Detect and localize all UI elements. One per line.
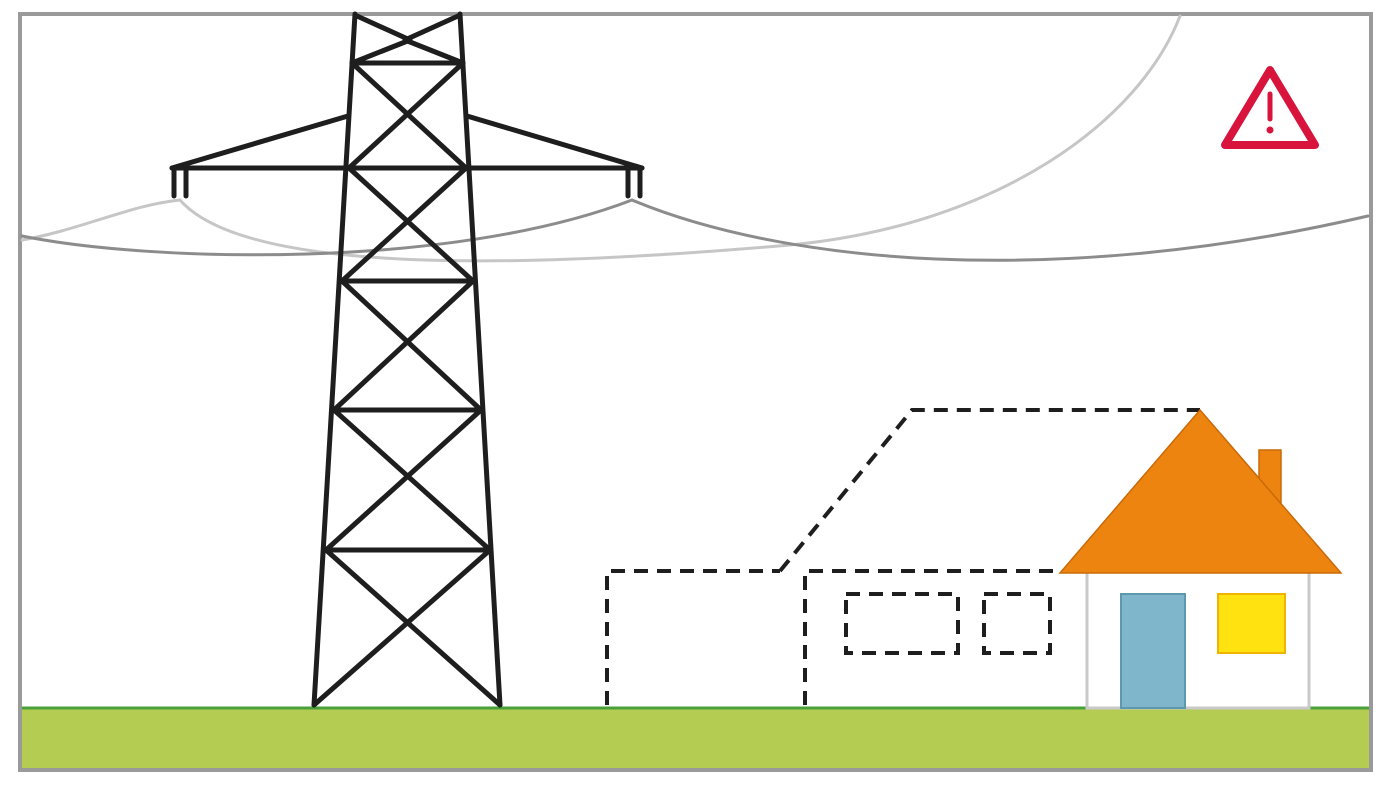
tower-cross	[331, 407, 493, 553]
tower-arm-strut-left	[169, 113, 351, 171]
extension-roofline	[778, 408, 1200, 573]
extension-wing	[803, 569, 1062, 705]
warning-exclamation-dot	[1266, 126, 1274, 134]
ground	[22, 708, 1369, 768]
tower-cross	[323, 547, 503, 708]
tower-cross	[311, 547, 493, 708]
tower-cross	[402, 13, 461, 43]
planned-extension-outline	[605, 408, 1200, 705]
house-roof	[1058, 408, 1343, 574]
power-cables	[20, 14, 1370, 263]
extension-window	[982, 592, 1052, 655]
cable-dark-left	[20, 198, 634, 257]
house	[1058, 408, 1343, 710]
house-door	[1120, 593, 1186, 709]
cable-dark-right	[630, 198, 1370, 262]
tower-cross	[346, 165, 476, 284]
extension-window	[844, 592, 960, 655]
transmission-tower	[169, 11, 645, 708]
tower-arm-strut-right	[464, 113, 645, 171]
tower-cross	[349, 37, 413, 66]
tower-leg-right	[457, 11, 503, 708]
tower-cross	[354, 13, 413, 43]
tower-cross	[339, 278, 484, 413]
tower-cross	[346, 60, 466, 171]
warning-triangle-icon	[1221, 66, 1319, 149]
tower-cross	[402, 37, 466, 66]
cable-light-left-sag	[20, 198, 182, 242]
tower-cross	[323, 407, 484, 553]
cable-light-long-arc	[178, 14, 1182, 263]
tower-leg-left	[311, 11, 358, 708]
tower-cross	[331, 278, 476, 413]
tower-cross	[339, 165, 469, 284]
house-window	[1217, 593, 1286, 654]
